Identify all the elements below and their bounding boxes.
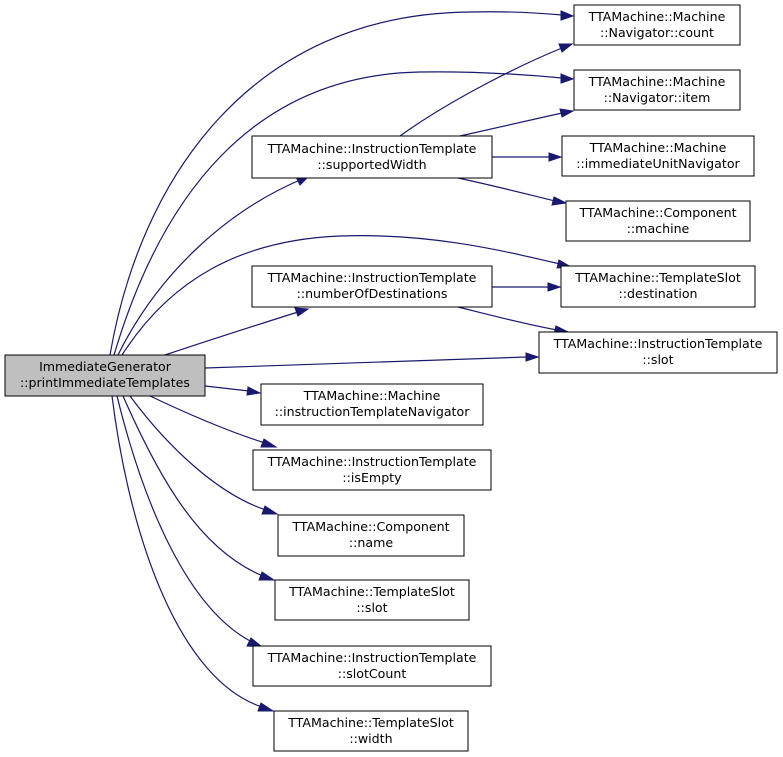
edge-supported-width-to-immediate-unit-navigator: [492, 152, 563, 162]
node-label-line1: TTAMachine::TemplateSlot: [574, 270, 741, 285]
node-label-line2: ::instructionTemplateNavigator: [275, 404, 471, 419]
node-label-line1: TTAMachine::TemplateSlot: [288, 584, 455, 599]
node-label-line1: ImmediateGenerator: [39, 359, 172, 374]
edge-supported-width-to-component-machine: [457, 177, 568, 206]
node-label-line1: TTAMachine::InstructionTemplate: [267, 141, 477, 156]
node-navigator-item[interactable]: TTAMachine::Machine ::Navigator::item: [573, 69, 741, 111]
node-label-line1: TTAMachine::InstructionTemplate: [267, 650, 477, 665]
edge-root-to-templateslot-slot: [122, 395, 276, 581]
edge-root-to-instruction-template-navigator: [204, 385, 262, 396]
edge-root-to-instruction-template-slot: [204, 352, 540, 369]
node-label-line2: ::numberOfDestinations: [297, 286, 448, 301]
node-label-line1: TTAMachine::Component: [578, 205, 736, 220]
node-label-line2: ::slot: [642, 352, 673, 367]
node-navigator-count[interactable]: TTAMachine::Machine ::Navigator::count: [573, 4, 741, 46]
node-component-name[interactable]: TTAMachine::Component ::name: [277, 514, 465, 557]
node-root-print-immediate-templates[interactable]: ImmediateGenerator ::printImmediateTempl…: [4, 354, 206, 397]
node-label-line2: ::name: [349, 535, 393, 550]
node-label-line2: ::Navigator::count: [600, 25, 714, 40]
node-templateslot-destination[interactable]: TTAMachine::TemplateSlot ::destination: [560, 265, 756, 308]
node-templateslot-width[interactable]: TTAMachine::TemplateSlot ::width: [273, 710, 469, 752]
node-label-line1: TTAMachine::InstructionTemplate: [267, 270, 477, 285]
node-label-line2: ::isEmpty: [342, 470, 402, 485]
node-label-line2: ::Navigator::item: [604, 90, 711, 105]
node-label-line2: ::destination: [618, 286, 697, 301]
node-label-line1: TTAMachine::Machine: [588, 9, 726, 24]
edge-supported-width-to-navigator-count: [399, 43, 574, 137]
node-label-line2: ::printImmediateTemplates: [20, 375, 190, 390]
node-label-line1: TTAMachine::Machine: [303, 388, 441, 403]
edge-number-of-destinations-to-instruction-template-slot: [457, 306, 570, 335]
edge-number-of-destinations-to-destination: [492, 282, 562, 292]
edge-root-to-templateslot-width: [111, 395, 275, 712]
node-label-line2: ::slotCount: [338, 666, 407, 681]
node-component-machine[interactable]: TTAMachine::Component ::machine: [565, 200, 751, 242]
node-label-line1: TTAMachine::InstructionTemplate: [553, 336, 763, 351]
node-label-line1: TTAMachine::TemplateSlot: [287, 715, 454, 730]
node-templateslot-slot[interactable]: TTAMachine::TemplateSlot ::slot: [274, 579, 470, 621]
edge-root-to-slot-count: [116, 395, 264, 648]
node-instruction-template-slot[interactable]: TTAMachine::InstructionTemplate ::slot: [538, 331, 778, 374]
node-supported-width[interactable]: TTAMachine::InstructionTemplate ::suppor…: [251, 135, 493, 179]
edge-supported-width-to-navigator-item: [459, 108, 575, 137]
edge-root-to-navigator-item: [113, 71, 575, 356]
node-number-of-destinations[interactable]: TTAMachine::InstructionTemplate ::number…: [251, 265, 493, 308]
edges: [109, 10, 575, 712]
edge-root-to-component-name: [129, 395, 279, 515]
node-label-line2: ::width: [349, 731, 392, 746]
node-instruction-template-navigator[interactable]: TTAMachine::Machine ::instructionTemplat…: [260, 383, 484, 426]
node-label-line2: ::slot: [356, 600, 387, 615]
node-immediate-unit-navigator[interactable]: TTAMachine::Machine ::immediateUnitNavig…: [561, 135, 755, 177]
edge-root-to-number-of-destinations: [164, 307, 310, 356]
node-label-line2: ::supportedWidth: [317, 157, 426, 172]
edge-root-to-navigator-count: [109, 10, 575, 356]
node-label-line1: TTAMachine::Machine: [589, 140, 727, 155]
node-is-empty[interactable]: TTAMachine::InstructionTemplate ::isEmpt…: [252, 449, 492, 491]
node-label-line2: ::machine: [627, 221, 690, 236]
node-label-line1: TTAMachine::Component: [291, 519, 449, 534]
node-label-line2: ::immediateUnitNavigator: [576, 156, 740, 171]
node-slot-count[interactable]: TTAMachine::InstructionTemplate ::slotCo…: [252, 645, 492, 687]
edge-root-to-is-empty: [149, 395, 278, 448]
node-label-line1: TTAMachine::Machine: [588, 74, 726, 89]
node-label-line1: TTAMachine::InstructionTemplate: [267, 454, 477, 469]
